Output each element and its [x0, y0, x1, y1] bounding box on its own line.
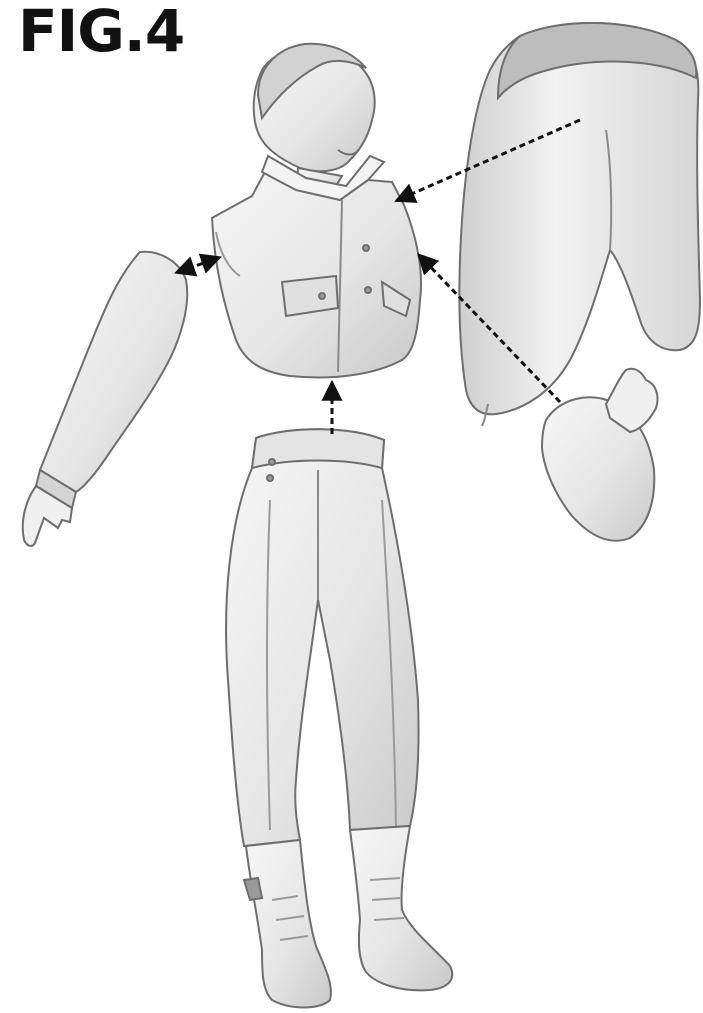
boots-part [244, 826, 452, 1008]
left-sleeve-part [23, 252, 188, 546]
right-sleeve-part [542, 369, 658, 541]
trousers-part [226, 429, 418, 846]
vest-part [212, 156, 421, 377]
arrow-left-sleeve-to-vest [178, 258, 218, 272]
jacket-part [459, 23, 700, 426]
